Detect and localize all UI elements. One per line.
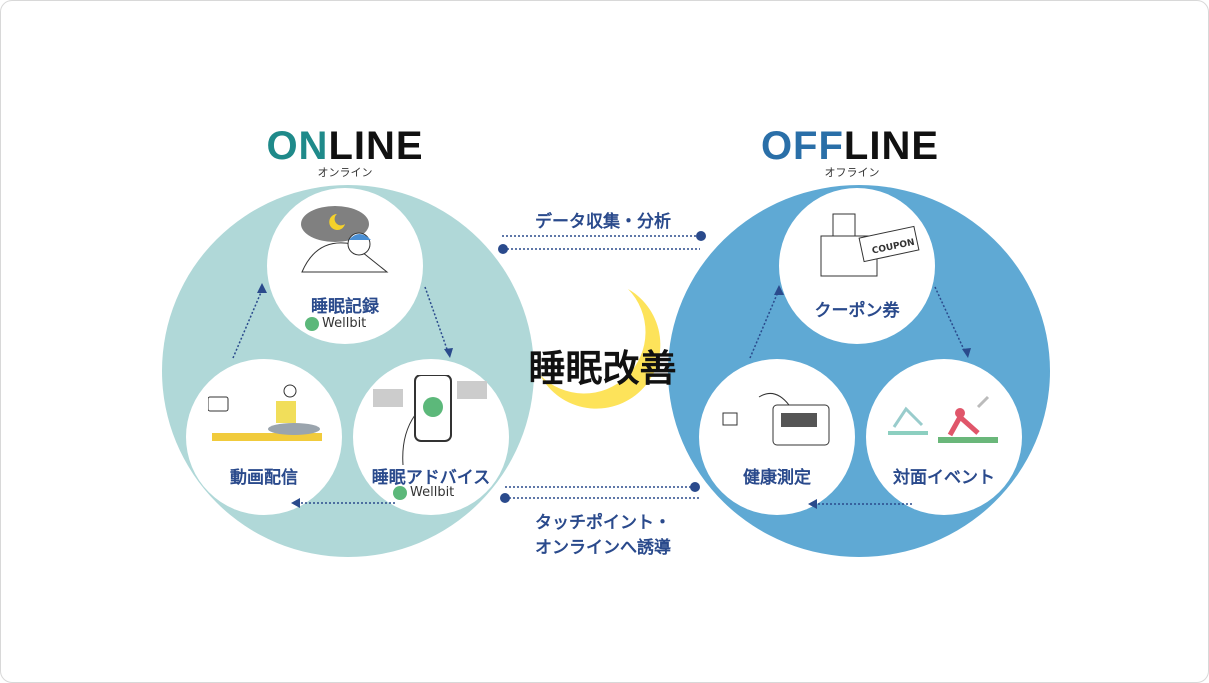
offline-title: OFFLINE	[720, 124, 980, 169]
sleep-record-label: 睡眠記録	[311, 297, 379, 317]
register-coupon-icon: COUPON	[820, 213, 920, 277]
event-node: 対面イベント	[866, 359, 1022, 515]
online-subtitle: オンライン	[317, 166, 373, 179]
online-title-rest: LINE	[328, 124, 424, 168]
wellbit-logo: Wellbit	[393, 485, 454, 500]
connector-top-label: データ収集・分析	[535, 212, 671, 232]
wellbit-brand: Wellbit	[322, 316, 367, 331]
wellbit-icon	[393, 485, 407, 500]
yoga-video-icon	[208, 384, 322, 441]
group-yoga-icon	[888, 395, 998, 443]
arrow-record-to-advice	[424, 286, 449, 353]
arrow-video-to-record	[232, 289, 263, 359]
sleep-record-node: 睡眠記録 Wellbit	[267, 188, 423, 344]
moon-icon	[540, 289, 661, 409]
health-check-label: 健康測定	[743, 468, 811, 488]
event-label: 対面イベント	[893, 468, 995, 488]
coupon-label: クーポン券	[814, 301, 900, 321]
online-title-accent: ON	[266, 124, 329, 168]
arrow-health-to-coupon	[749, 291, 779, 359]
sleep-advice-label: 睡眠アドバイス	[371, 468, 491, 488]
smartphone-advice-icon	[373, 375, 487, 465]
health-check-node: 健康測定	[699, 359, 855, 515]
wellbit-brand: Wellbit	[410, 485, 455, 500]
video-label: 動画配信	[230, 468, 298, 488]
arrow-coupon-to-event	[934, 286, 966, 353]
connector-bottom-label-1: タッチポイント・	[535, 513, 671, 533]
online-title: ONLINE	[215, 124, 475, 169]
connector-bottom-label-2: オンラインへ誘導	[535, 538, 671, 558]
video-node: 動画配信	[186, 359, 342, 515]
offline-subtitle: オフライン	[824, 166, 880, 179]
wellbit-logo: Wellbit	[305, 316, 366, 331]
blood-pressure-monitor-icon	[722, 392, 830, 446]
sleep-advice-node: 睡眠アドバイス Wellbit	[353, 359, 509, 515]
wellbit-icon	[305, 316, 319, 331]
offline-title-accent: OFF	[760, 124, 844, 168]
sleeping-person-icon	[301, 206, 389, 273]
center-label: 睡眠改善	[528, 347, 677, 390]
coupon-node: COUPON クーポン券	[779, 188, 935, 344]
offline-title-rest: LINE	[843, 124, 940, 168]
